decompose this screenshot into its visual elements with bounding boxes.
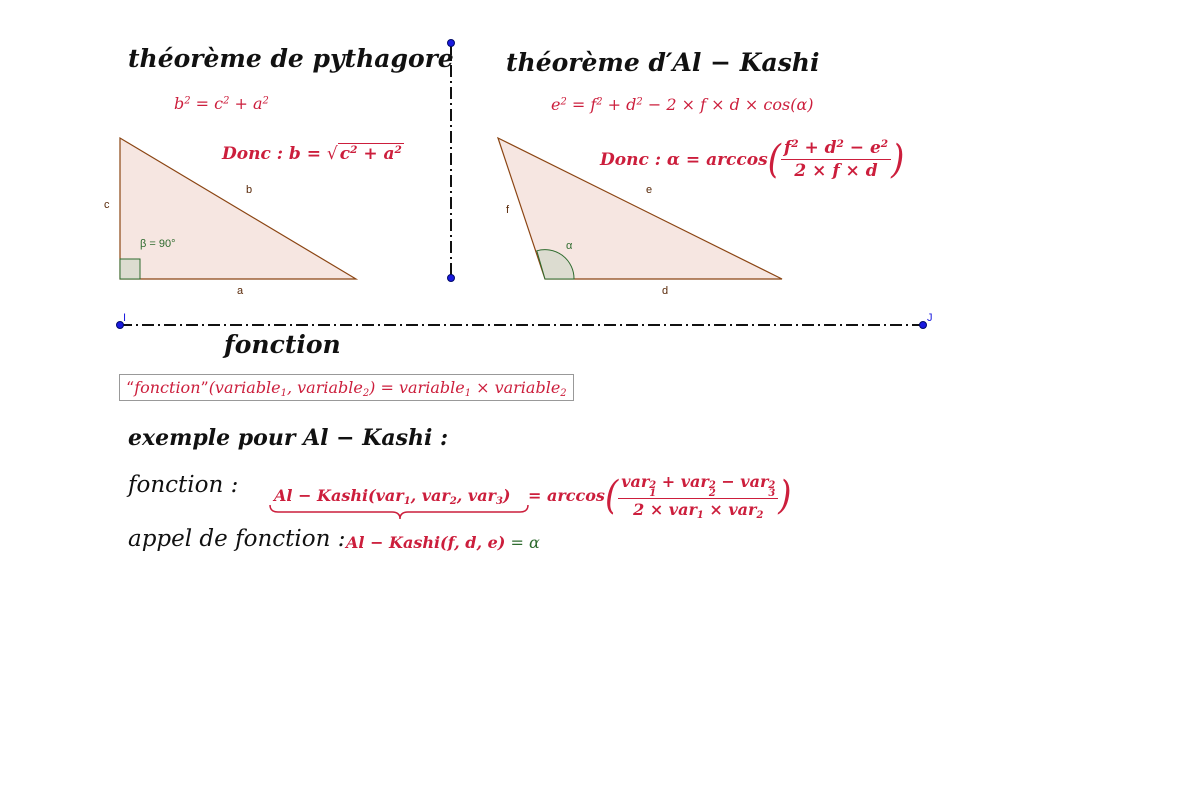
point-i[interactable] (116, 321, 124, 329)
angle-alpha-arc (536, 249, 575, 280)
right-triangle[interactable] (119, 136, 359, 280)
point-i-label: I (123, 312, 126, 324)
point-j[interactable] (919, 321, 927, 329)
fonction-definition-box[interactable]: “fonction”(variable1, variable2) = varia… (119, 374, 574, 401)
alkashi-title: théorème d′Al − Kashi (506, 48, 820, 77)
side-c-label: c (104, 199, 110, 211)
fraction-denominator: 2 × f × d (794, 161, 878, 181)
divider-top-point[interactable] (447, 39, 455, 47)
pythagore-conclusion: Donc : b = √c2 + a2 (222, 143, 404, 164)
alkashi-signature: Al − Kashi(var1, var2, var3) (274, 486, 511, 507)
function-denominator: 2 × var1 × var2 (633, 500, 764, 522)
sqrt-icon: √ (326, 144, 338, 164)
paren-open: ( (767, 136, 781, 183)
alkashi-formula: e2 = f2 + d2 − 2 × f × d × cos(α) (551, 95, 814, 114)
pythagore-title: théorème de pythagore (128, 44, 454, 73)
pythagore-formula: b2 = c2 + a2 (174, 94, 269, 113)
angle-beta-label: β = 90° (140, 238, 176, 250)
right-angle-marker (119, 258, 141, 280)
exemple-title: exemple pour Al − Kashi : (128, 425, 449, 451)
underbrace (269, 504, 529, 520)
appel-label: appel de fonction : (128, 526, 346, 552)
radicand: c2 + a2 (337, 143, 404, 164)
paren-close: ) (778, 472, 792, 519)
side-d-label: d (662, 285, 668, 297)
side-e-label: e (646, 184, 652, 196)
alkashi-conclusion: Donc : α = arccos ( f2 + d2 − e2 2 × f ×… (600, 136, 905, 183)
fonction-label: fonction : (128, 472, 239, 498)
divider-bottom-point[interactable] (447, 274, 455, 282)
side-b-label: b (246, 184, 252, 196)
appel-expression: Al − Kashi(f, d, e) = α (346, 533, 540, 552)
fonction-title: fonction (224, 330, 341, 359)
fraction-numerator: f2 + d2 − e2 (780, 138, 892, 160)
point-j-label: J (927, 312, 933, 324)
angle-alpha-label: α (566, 240, 573, 252)
paren-close: ) (891, 136, 905, 183)
alkashi-fraction: f2 + d2 − e2 2 × f × d (780, 138, 892, 181)
side-f-label: f (506, 204, 510, 216)
paren-open: ( (604, 472, 619, 519)
general-triangle[interactable] (496, 136, 783, 280)
side-a-label: a (237, 285, 244, 297)
